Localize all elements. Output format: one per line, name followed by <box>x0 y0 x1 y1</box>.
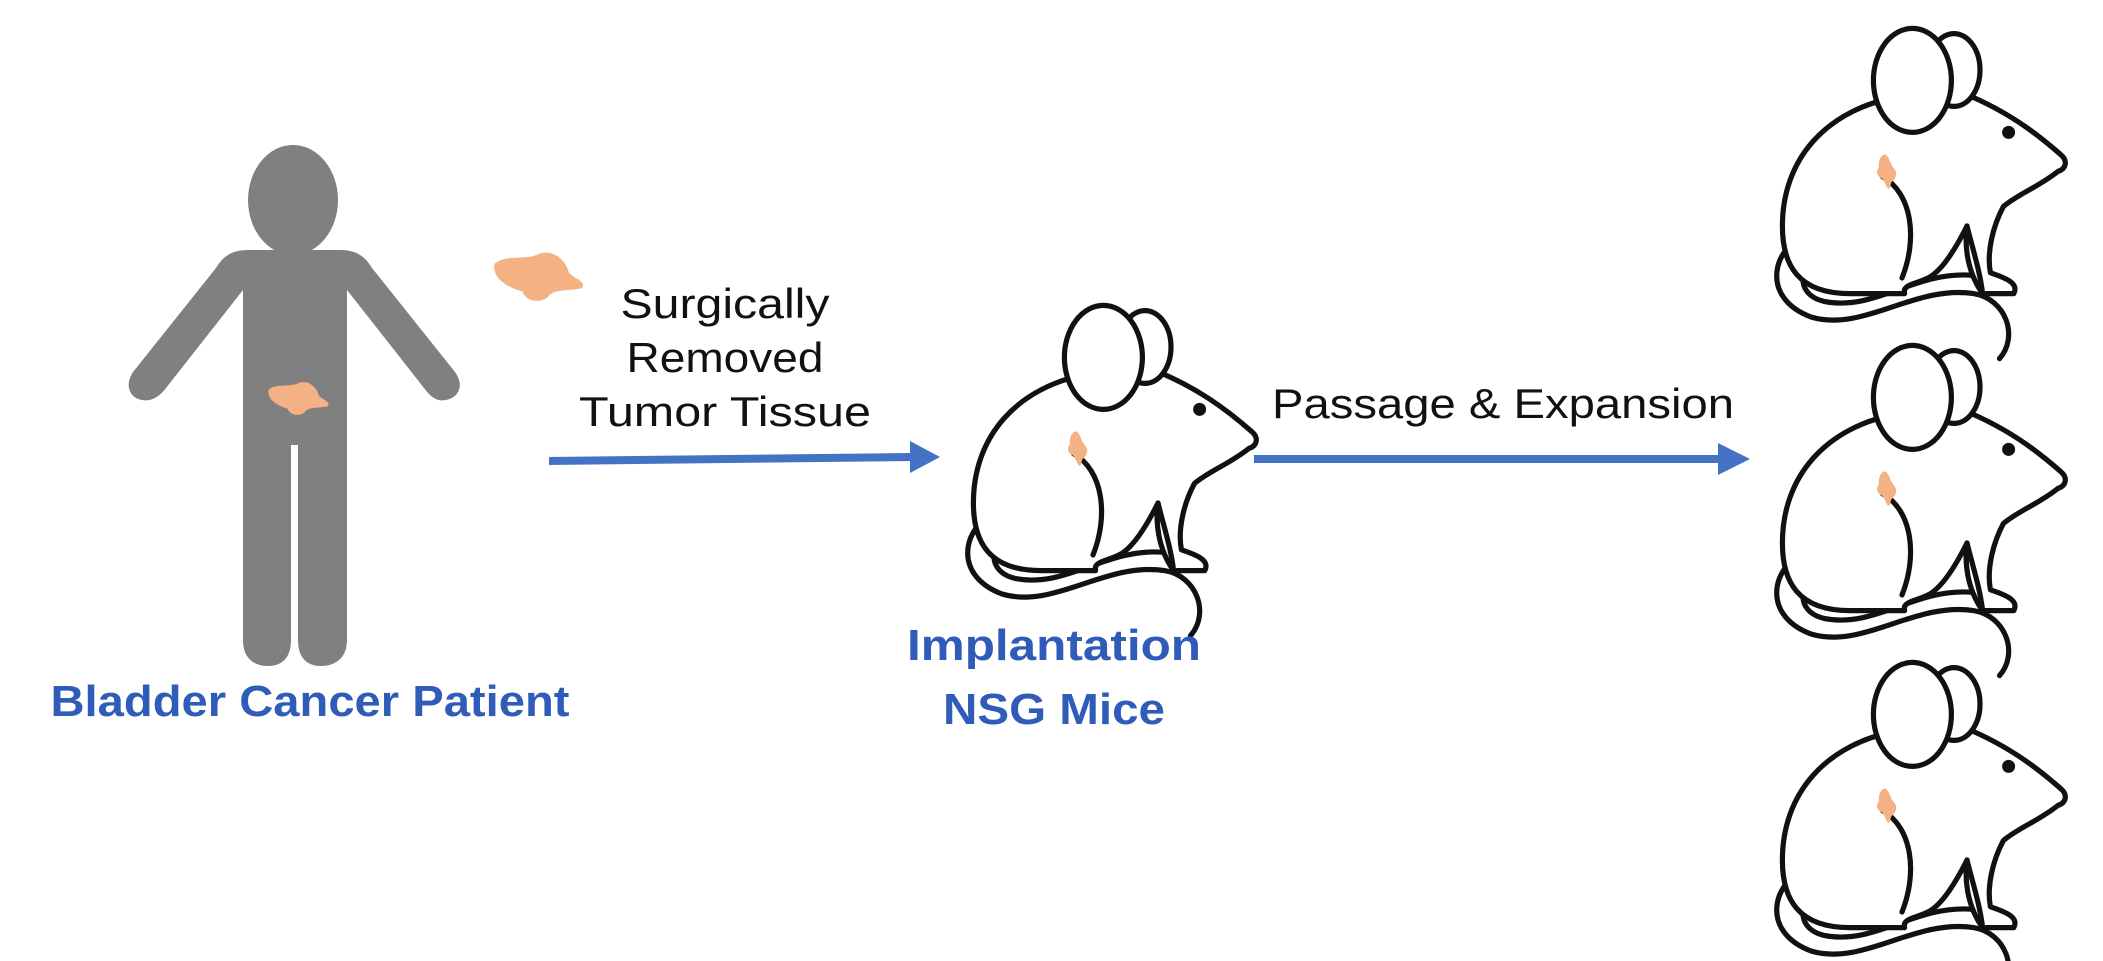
implantation-label: Implantation <box>907 621 1201 670</box>
passage-label: Passage & Expansion <box>1272 380 1734 427</box>
implanted-mouse-icon <box>968 305 1257 635</box>
arrow-to-expansion-icon <box>1254 443 1750 475</box>
removed-tumor-icon <box>494 252 584 301</box>
tissue-label-line: Removed <box>627 334 824 381</box>
expanded-mouse-icon <box>1777 345 2066 675</box>
tissue-label: Surgically Removed Tumor Tissue <box>579 280 871 435</box>
expanded-mouse-icon <box>1777 662 2066 961</box>
expanded-mouse-icon <box>1777 28 2066 358</box>
patient-label: Bladder Cancer Patient <box>51 677 570 726</box>
nsg-mice-label: NSG Mice <box>943 685 1165 734</box>
tissue-label-line: Tumor Tissue <box>579 388 871 435</box>
arrow-to-implantation-icon <box>549 441 940 473</box>
patient-figure-icon <box>128 145 460 666</box>
tissue-label-line: Surgically <box>621 280 830 327</box>
